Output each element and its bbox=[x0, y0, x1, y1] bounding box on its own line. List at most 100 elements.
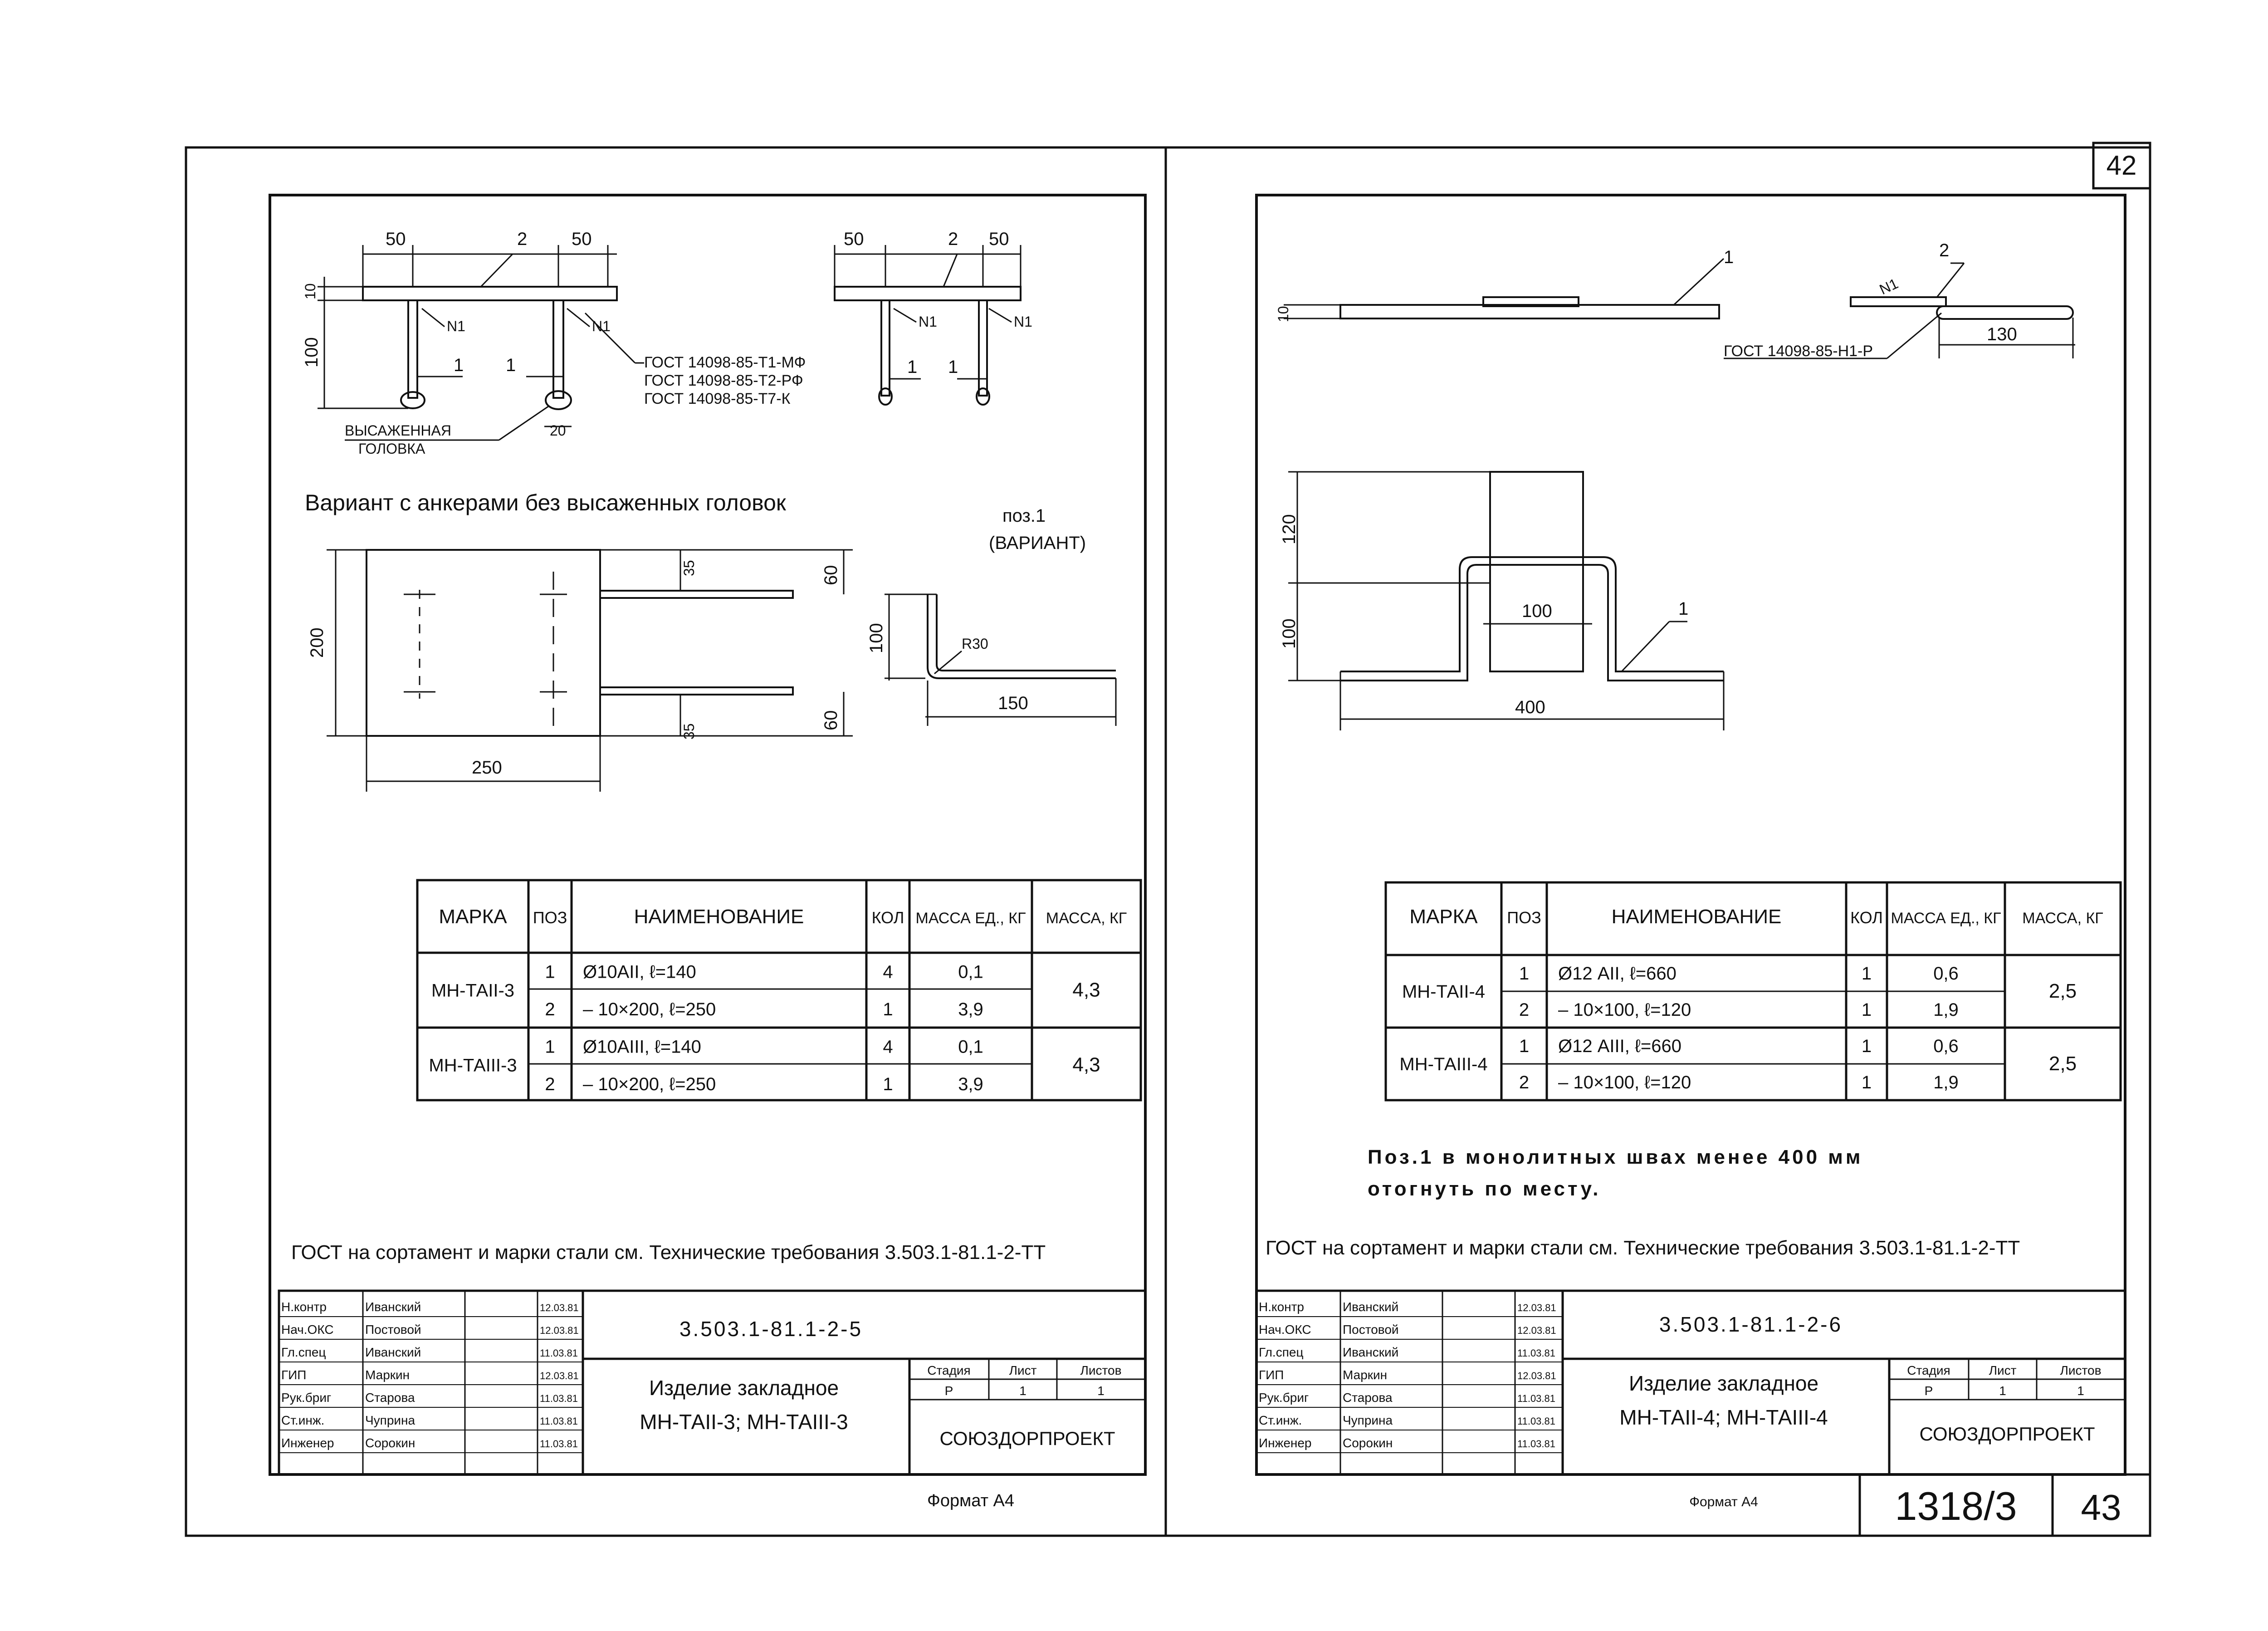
head-label-2: ГОЛОВКА bbox=[358, 441, 425, 457]
stamp-code-left: 3.503.1-81.1-2-5 bbox=[679, 1317, 863, 1341]
weld-n1-right: N1 bbox=[592, 318, 611, 334]
dim-250: 250 bbox=[472, 758, 502, 778]
stamp-title-right-1: Изделие закладное bbox=[1629, 1371, 1818, 1395]
table-qty: 4 bbox=[883, 962, 893, 982]
dim-35-top: 35 bbox=[681, 560, 697, 576]
right-elevation bbox=[1284, 258, 2075, 359]
stamp-name: Маркин bbox=[1343, 1368, 1387, 1382]
note-right-1: Поз.1 в монолитных швах менее 400 мм bbox=[1368, 1146, 1863, 1168]
table-name: Ø12 АII, ℓ=660 bbox=[1558, 964, 1677, 984]
table-name: – 10×100, ℓ=120 bbox=[1558, 1000, 1691, 1020]
table-name: Ø10АIII, ℓ=140 bbox=[583, 1037, 701, 1057]
stamp-role: Ст.инж. bbox=[1259, 1413, 1302, 1427]
dim-60-top: 60 bbox=[821, 565, 841, 586]
table-pos: 2 bbox=[1519, 1073, 1529, 1092]
stamp-name: Иванский bbox=[365, 1345, 421, 1359]
dim-10-right: 10 bbox=[1275, 306, 1291, 322]
stamp-date: 11.03.81 bbox=[540, 1438, 578, 1450]
stamp-name: Чуприна bbox=[1343, 1413, 1393, 1427]
head-label-1: ВЫСАЖЕННАЯ bbox=[345, 422, 451, 439]
table-qty: 1 bbox=[1862, 1036, 1872, 1056]
gost-note-right: ГОСТ на сортамент и марки стали см. Техн… bbox=[1266, 1237, 2020, 1259]
stamp-date: 11.03.81 bbox=[540, 1415, 578, 1427]
stamp-role: Н.контр bbox=[281, 1300, 327, 1314]
gost-line-1: ГОСТ 14098-85-Т1-МФ bbox=[644, 354, 806, 371]
stamp-role: Инженер bbox=[281, 1436, 334, 1450]
dim-100-vert: 100 bbox=[1279, 618, 1299, 649]
stamp-name: Сорокин bbox=[365, 1436, 415, 1450]
table-unit-mass: 0,1 bbox=[958, 962, 983, 982]
stamp-role: ГИП bbox=[281, 1368, 306, 1382]
weld-n1-right-elev: N1 bbox=[1877, 275, 1901, 298]
table-header-name: НАИМЕНОВАНИЕ bbox=[634, 906, 804, 928]
stamp-role: Нач.ОКС bbox=[281, 1322, 334, 1337]
dim-50-left: 50 bbox=[386, 229, 406, 249]
gost-line-right: ГОСТ 14098-85-Н1-Р bbox=[1724, 343, 1873, 360]
sheet-value-left: 1 bbox=[1019, 1384, 1026, 1398]
anchor-plate-elevation-2 bbox=[834, 245, 1022, 406]
table-qty: 1 bbox=[883, 999, 893, 1019]
note-right-2: отогнуть по месту. bbox=[1368, 1178, 1601, 1200]
stamp-role: Гл.спец bbox=[281, 1345, 326, 1359]
stamp-role: Рук.бриг bbox=[1259, 1391, 1309, 1405]
table-unit-mass: 0,6 bbox=[1933, 1036, 1959, 1056]
table-mark: МН-ТАIII-4 bbox=[1399, 1054, 1487, 1074]
pos2-right-elev: 2 bbox=[1939, 240, 1949, 260]
page-number-box bbox=[2092, 142, 2151, 190]
table-unit-mass: 3,9 bbox=[958, 999, 983, 1019]
stamp-role: Н.контр bbox=[1259, 1300, 1304, 1314]
stamp-role: Нач.ОКС bbox=[1259, 1322, 1311, 1337]
table-pos: 1 bbox=[1519, 964, 1529, 984]
table-qty: 1 bbox=[1862, 1073, 1872, 1092]
table-qty: 4 bbox=[883, 1037, 893, 1057]
dim-pos2-2: 2 bbox=[948, 229, 958, 249]
sheet-value-right: 1 bbox=[1999, 1384, 2006, 1398]
gost-line-2: ГОСТ 14098-85-Т2-РФ bbox=[644, 372, 803, 389]
stamp-date: 11.03.81 bbox=[1517, 1438, 1555, 1450]
dim-50-right-2: 50 bbox=[989, 229, 1009, 249]
table-header-total-mass: МАССА, КГ bbox=[2022, 910, 2103, 927]
table-mark: МН-ТАII-4 bbox=[1402, 982, 1485, 1002]
pos1-left-2: 1 bbox=[907, 357, 917, 377]
page-number-bottom: 43 bbox=[2081, 1487, 2121, 1528]
variant-title: Вариант с анкерами без высаженных голово… bbox=[305, 490, 787, 515]
table-header-pos: ПОЗ bbox=[533, 908, 567, 927]
dim-10: 10 bbox=[302, 283, 318, 299]
dim-120: 120 bbox=[1279, 514, 1299, 544]
weld-n1-left: N1 bbox=[447, 318, 465, 334]
plate-plan-view bbox=[327, 549, 853, 792]
format-right: Формат А4 bbox=[1689, 1494, 1758, 1509]
stamp-role: Гл.спец bbox=[1259, 1345, 1303, 1359]
pos1-right: 1 bbox=[506, 355, 516, 375]
stamp-date: 12.03.81 bbox=[540, 1370, 579, 1381]
stamp-org-left: СОЮЗДОРПРОЕКТ bbox=[939, 1428, 1115, 1449]
stamp-date: 11.03.81 bbox=[1517, 1347, 1555, 1359]
dim-50-right: 50 bbox=[572, 229, 592, 249]
stamp-role: ГИП bbox=[1259, 1368, 1284, 1382]
stamp-date: 12.03.81 bbox=[1517, 1370, 1556, 1381]
outer-frame bbox=[185, 146, 2151, 1537]
stamp-date: 12.03.81 bbox=[1517, 1325, 1556, 1336]
table-header-name: НАИМЕНОВАНИЕ bbox=[1612, 906, 1782, 928]
sheets-header-left: Листов bbox=[1080, 1363, 1122, 1377]
dim-35-bottom: 35 bbox=[681, 723, 697, 740]
dim-150: 150 bbox=[998, 693, 1028, 713]
title-block-right bbox=[1255, 1289, 2126, 1476]
table-name: – 10×200, ℓ=250 bbox=[583, 999, 716, 1019]
table-unit-mass: 0,1 bbox=[958, 1037, 983, 1057]
table-header-qty: КОЛ bbox=[1850, 908, 1883, 927]
right-plan-view bbox=[1288, 471, 1725, 730]
title-block-left-rows bbox=[279, 1316, 583, 1453]
pos1-right-elev: 1 bbox=[1724, 247, 1734, 267]
table-total-mass: 2,5 bbox=[2049, 1053, 2077, 1075]
table-header-unit-mass: МАССА ЕД., КГ bbox=[1891, 910, 2001, 927]
dim-130: 130 bbox=[1987, 324, 2017, 344]
spec-table-right bbox=[1384, 881, 2122, 1102]
right-sheet: 1 2 10 N1 130 ГОСТ 14098-85-Н1-Р 120 100… bbox=[1255, 240, 2126, 1509]
stamp-title-right-2: МН-ТАII-4; МН-ТАIII-4 bbox=[1619, 1406, 1828, 1429]
gost-note-left: ГОСТ на сортамент и марки стали см. Техн… bbox=[291, 1241, 1046, 1264]
